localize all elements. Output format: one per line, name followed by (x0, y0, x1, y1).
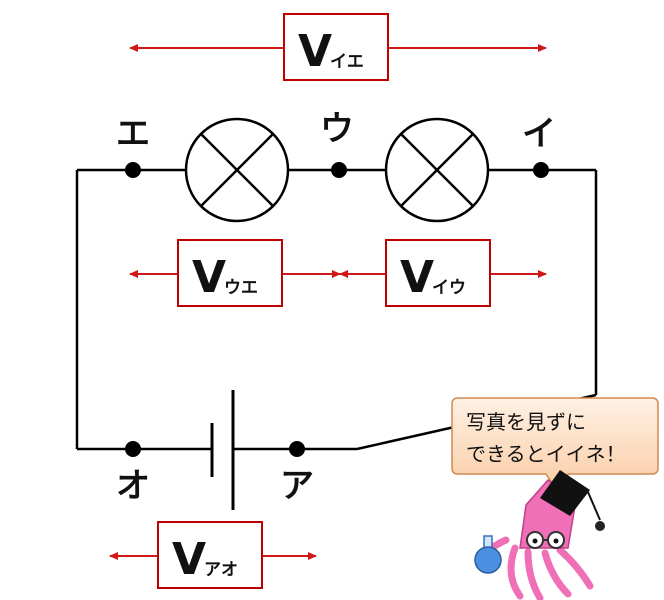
point-label-o: オ (116, 466, 150, 506)
voltage-subscript: アオ (204, 560, 238, 580)
bubble-line-1: 写真を見ずに (466, 410, 586, 434)
squid-mascot-icon (474, 470, 605, 600)
voltage-indicator-ie: V イエ (129, 13, 547, 81)
node-a (289, 441, 305, 457)
voltage-box (283, 13, 389, 81)
point-label-i: イ (522, 114, 556, 154)
voltage-symbol: V (298, 26, 332, 77)
voltage-symbol: V (400, 252, 434, 303)
voltage-symbol: V (172, 534, 206, 585)
voltage-symbol: V (192, 252, 226, 303)
speech-bubble: 写真を見ずに できるとイイネ！ (451, 397, 659, 500)
voltage-indicator-iu: V イウ (339, 239, 547, 307)
voltage-indicator-ue: V ウエ (129, 239, 341, 307)
bulb-left (184, 117, 290, 223)
battery-symbol (210, 390, 235, 510)
voltage-indicator-ao: V アオ (109, 521, 317, 589)
voltage-subscript: ウエ (224, 278, 258, 298)
node-i (533, 162, 549, 178)
point-label-e: エ (116, 114, 150, 154)
voltage-subscript: イウ (432, 278, 466, 298)
bulb-right (384, 117, 490, 223)
point-label-u: ウ (320, 109, 354, 149)
point-label-a: ア (280, 466, 314, 506)
node-o (125, 441, 141, 457)
node-u (331, 162, 347, 178)
bubble-line-2: できるとイイネ！ (466, 442, 626, 466)
node-e (125, 162, 141, 178)
voltage-subscript: イエ (330, 52, 364, 72)
